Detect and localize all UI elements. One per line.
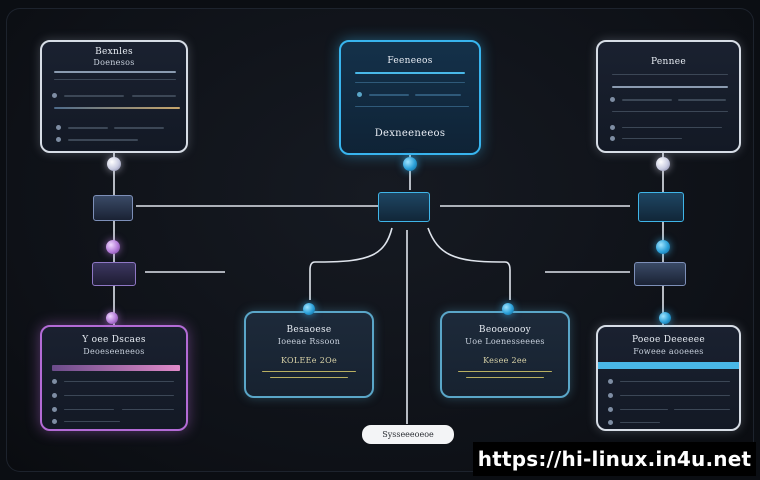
panel-line — [114, 127, 164, 129]
panel-bottom-left-subtitle: Deoeseeneeos — [83, 347, 145, 356]
panel-mid-right-title: Beooeoooy — [478, 325, 532, 335]
panel-bullet — [357, 92, 362, 97]
panel-line — [54, 79, 176, 80]
panel-bullet — [52, 393, 57, 398]
panel-line — [612, 86, 728, 88]
panel-line — [620, 409, 668, 410]
panel-line — [620, 422, 660, 423]
panel-line-accent — [598, 362, 739, 369]
panel-bullet — [52, 379, 57, 384]
node-left-bottom[interactable] — [106, 312, 118, 324]
panel-line — [64, 421, 120, 422]
panel-top-left-subtitle: Doenesos — [93, 58, 135, 67]
panel-line-accent — [52, 365, 180, 371]
panel-line — [355, 106, 469, 107]
panel-mid-left[interactable]: Besaoese Ioeeae Rssoon KOLEEe 2Oe — [244, 311, 374, 398]
panel-line — [369, 94, 409, 96]
node-left-middle[interactable] — [106, 240, 120, 254]
panel-mid-right-code: Kesee 2ee — [483, 356, 527, 365]
panel-bottom-right-subtitle: Foweee aooeees — [633, 347, 704, 356]
panel-line — [122, 409, 174, 410]
wire-center-to-mid-left — [309, 227, 393, 300]
panel-line — [355, 72, 465, 74]
panel-bullet — [610, 125, 615, 130]
panel-bottom-right[interactable]: Poeoe Deeeeee Foweee aooeees — [596, 325, 741, 431]
panel-line — [415, 94, 461, 96]
panel-top-center[interactable]: Feeneeos Dexneeneeos — [339, 40, 481, 155]
connector-right-upper[interactable] — [638, 192, 684, 222]
panel-line — [620, 395, 730, 396]
panel-bottom-left-title: Y oee Dscaes — [82, 335, 146, 345]
panel-bullet — [608, 393, 613, 398]
panel-top-left-title: Bexnles — [95, 47, 133, 57]
panel-mid-left-subtitle: Ioeeae Rssoon — [277, 337, 341, 346]
watermark-url: https://hi-linux.in4u.net — [473, 442, 756, 476]
panel-bullet — [52, 407, 57, 412]
panel-mid-left-title: Besaoese — [286, 325, 332, 335]
connector-right-lower[interactable] — [634, 262, 686, 286]
panel-top-center-footer: Dexneeneeos — [374, 128, 446, 139]
panel-bullet — [56, 125, 61, 130]
panel-line — [674, 409, 730, 410]
panel-line — [68, 127, 108, 129]
panel-line — [64, 95, 124, 97]
panel-mid-left-code: KOLEEe 2Oe — [281, 356, 337, 365]
node-right-top[interactable] — [656, 157, 670, 171]
panel-bullet — [52, 93, 57, 98]
node-mid-left[interactable] — [303, 303, 315, 315]
panel-line — [612, 111, 728, 112]
panel-bullet — [56, 137, 61, 142]
panel-line — [262, 371, 356, 372]
panel-bottom-right-title: Poeoe Deeeeee — [631, 335, 706, 345]
node-mid-right[interactable] — [502, 303, 514, 315]
panel-line — [622, 138, 682, 139]
panel-line — [622, 127, 722, 128]
connector-center-hub[interactable] — [378, 192, 430, 222]
panel-line-accent — [54, 107, 180, 109]
panel-bullet — [608, 420, 613, 425]
panel-line — [678, 99, 726, 101]
panel-bullet — [610, 97, 615, 102]
connector-left-lower[interactable] — [92, 262, 136, 286]
node-left-top[interactable] — [107, 157, 121, 171]
panel-line — [64, 381, 174, 382]
node-right-bottom[interactable] — [659, 312, 671, 324]
panel-line — [612, 74, 728, 75]
panel-line — [620, 381, 730, 382]
panel-bullet — [52, 419, 57, 424]
panel-mid-right-subtitle: Uoe Loenesseeees — [465, 337, 545, 346]
bottom-label-pill[interactable]: Sysseeeoeoe — [362, 425, 454, 444]
node-right-middle[interactable] — [656, 240, 670, 254]
panel-top-left[interactable]: Bexnles Doenesos — [40, 40, 188, 153]
panel-line — [622, 99, 672, 101]
panel-top-center-title: Feeneeos — [387, 56, 433, 66]
panel-line — [132, 95, 176, 97]
panel-line — [64, 409, 114, 410]
panel-line — [68, 139, 138, 141]
panel-bullet — [608, 379, 613, 384]
panel-line — [458, 371, 552, 372]
panel-line — [355, 82, 465, 83]
node-center-top[interactable] — [403, 157, 417, 171]
panel-mid-right[interactable]: Beooeoooy Uoe Loenesseeees Kesee 2ee — [440, 311, 570, 398]
panel-top-right-title: Pennee — [650, 57, 687, 67]
wire-center-to-mid-right — [427, 227, 511, 300]
panel-bullet — [610, 136, 615, 141]
panel-bottom-left[interactable]: Y oee Dscaes Deoeseeneeos — [40, 325, 188, 431]
panel-line — [54, 71, 176, 73]
panel-line — [466, 377, 544, 378]
panel-line — [64, 395, 174, 396]
panel-bullet — [608, 407, 613, 412]
panel-line — [270, 377, 348, 378]
panel-top-right[interactable]: Pennee — [596, 40, 741, 153]
connector-left-upper[interactable] — [93, 195, 133, 221]
